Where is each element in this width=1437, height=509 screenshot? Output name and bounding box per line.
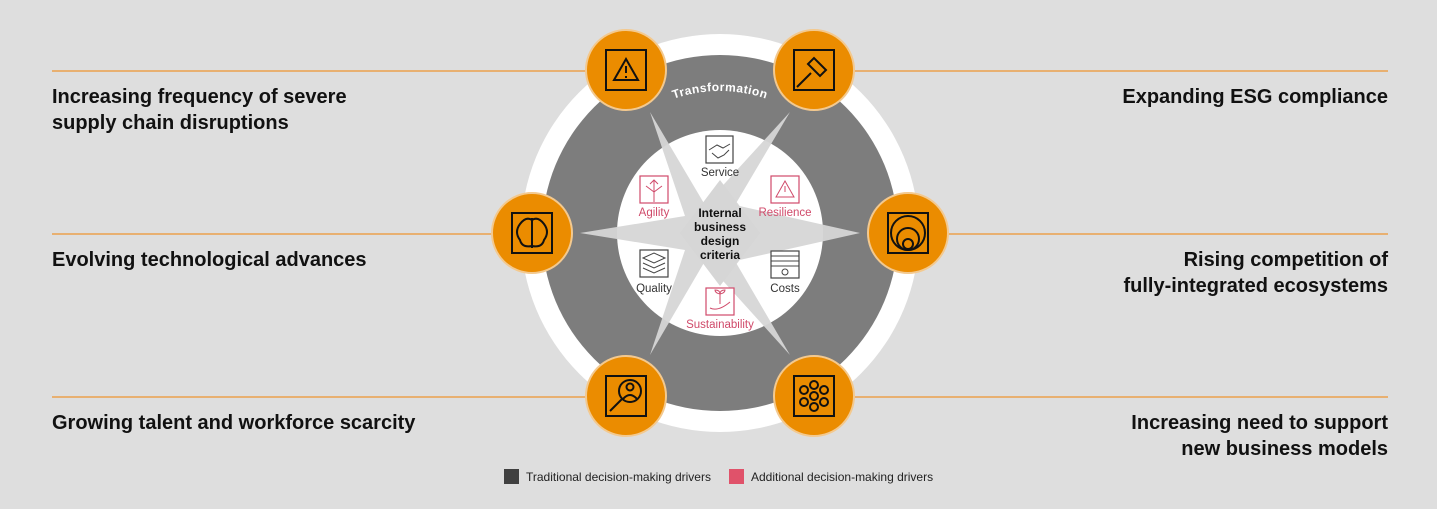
svg-text:Costs: Costs bbox=[770, 283, 800, 295]
criterion-service: Service bbox=[701, 135, 739, 179]
connector-line bbox=[52, 70, 592, 72]
gavel-icon bbox=[773, 29, 855, 111]
criterion-costs: Costs bbox=[770, 250, 800, 295]
brain-circuit-icon bbox=[491, 192, 573, 274]
connector-line bbox=[850, 70, 1388, 72]
legend-swatch bbox=[504, 469, 519, 484]
warning-icon bbox=[585, 29, 667, 111]
legend-traditional: Traditional decision-making drivers bbox=[504, 469, 711, 484]
criterion-quality: Quality bbox=[636, 249, 672, 295]
svg-text:business: business bbox=[694, 220, 746, 234]
svg-text:Resilience: Resilience bbox=[758, 207, 811, 219]
svg-text:Service: Service bbox=[701, 167, 739, 179]
driver-technology: Evolving technological advances bbox=[52, 249, 367, 271]
criterion-agility: Agility bbox=[639, 175, 670, 219]
svg-text:design: design bbox=[701, 234, 740, 248]
connector-line bbox=[850, 396, 1388, 398]
driver-talent: Growing talent and workforce scarcity bbox=[52, 412, 416, 434]
svg-text:Agility: Agility bbox=[639, 207, 670, 219]
connector-line bbox=[52, 233, 502, 235]
driver-icon-circles bbox=[491, 29, 949, 437]
svg-text:Internal: Internal bbox=[698, 206, 741, 220]
svg-text:criteria: criteria bbox=[700, 248, 740, 262]
hexagon-network-icon bbox=[773, 355, 855, 437]
ecosystem-circles-icon bbox=[867, 192, 949, 274]
svg-text:Sustainability: Sustainability bbox=[686, 319, 754, 331]
money-icon bbox=[770, 250, 800, 279]
connector-line bbox=[940, 233, 1388, 235]
talent-search-icon bbox=[585, 355, 667, 437]
criterion-resilience: Resilience bbox=[758, 175, 812, 219]
center-label: Internal business design criteria bbox=[694, 206, 746, 262]
legend-swatch bbox=[729, 469, 744, 484]
star-core bbox=[680, 180, 760, 286]
criterion-sustainability: Sustainability bbox=[686, 287, 754, 331]
legend-additional: Additional decision-making drivers bbox=[729, 469, 933, 484]
svg-text:Quality: Quality bbox=[636, 283, 672, 295]
driver-esg: Expanding ESG compliance bbox=[1122, 86, 1388, 108]
connector-line bbox=[52, 396, 592, 398]
